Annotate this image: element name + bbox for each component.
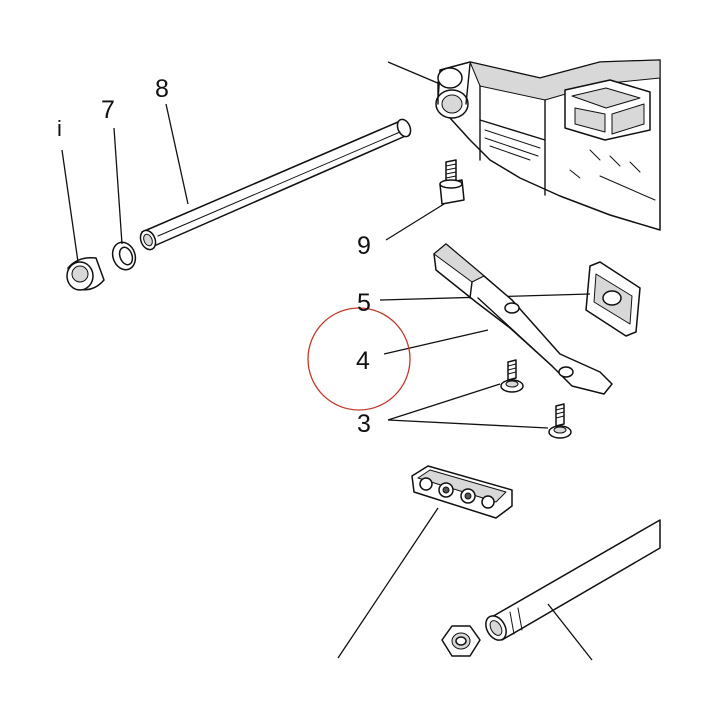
plate-5 (379, 261, 641, 337)
end-cap-i (61, 149, 105, 291)
frame-arm (387, 59, 661, 231)
hex-nut (441, 625, 481, 657)
highlight-circle (307, 307, 411, 411)
callout-9: 9 (357, 232, 371, 260)
callout-4: 4 (356, 347, 370, 375)
callout-7: 7 (101, 96, 115, 124)
bolt-9 (385, 159, 465, 241)
callout-i: i (57, 116, 62, 141)
shaft-8 (139, 103, 412, 251)
snap-ring-7 (111, 127, 137, 271)
callout-8: 8 (155, 75, 169, 103)
lower-shaft (485, 519, 661, 661)
chain-link (337, 465, 513, 659)
callout-3: 3 (357, 410, 371, 438)
lever-4 (383, 243, 613, 395)
screws-3 (387, 359, 572, 439)
callout-5: 5 (357, 289, 371, 317)
